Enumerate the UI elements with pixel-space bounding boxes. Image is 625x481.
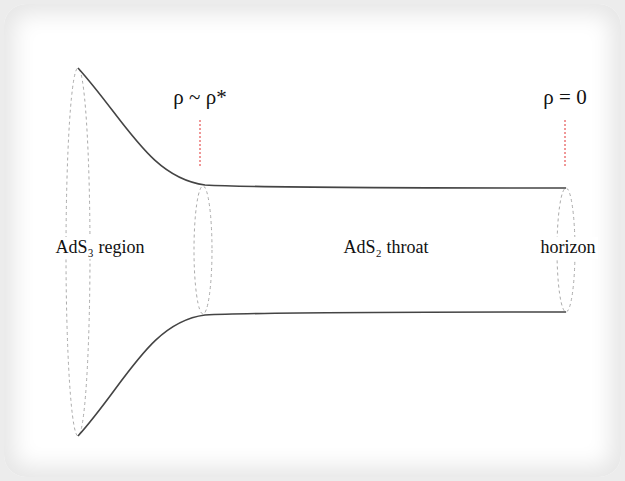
lower-profile bbox=[78, 312, 566, 436]
coordinate-label: ρ ~ ρ* bbox=[170, 85, 229, 110]
coordinate-label: ρ = 0 bbox=[540, 85, 589, 110]
upper-profile bbox=[78, 68, 566, 188]
radius-marker bbox=[200, 120, 201, 166]
neck-ellipse bbox=[194, 186, 212, 314]
region-label: AdS₃ region bbox=[53, 237, 148, 259]
radius-marker bbox=[565, 120, 566, 166]
horizon-label: horizon bbox=[538, 237, 599, 259]
region-label: AdS₂ throat bbox=[341, 237, 432, 259]
